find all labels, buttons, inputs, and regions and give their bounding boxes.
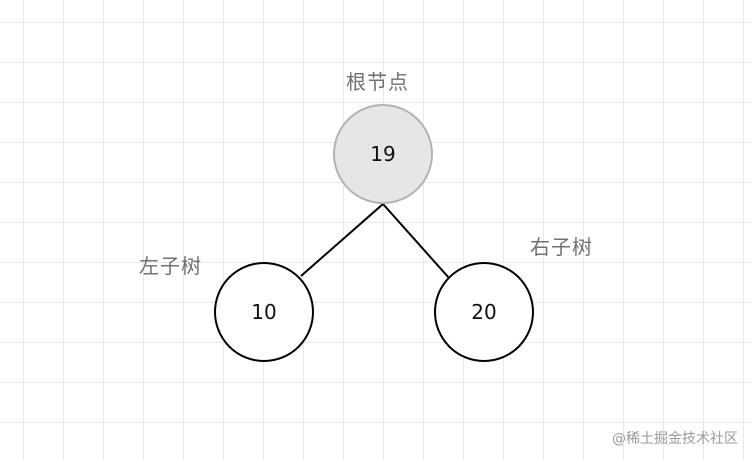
watermark: @稀土掘金技术社区 xyxy=(612,431,738,447)
left-child-node: 10 xyxy=(214,262,314,362)
right-subtree-label: 右子树 xyxy=(530,235,593,259)
root-node-value: 19 xyxy=(370,142,396,166)
left-subtree-label: 左子树 xyxy=(139,254,202,278)
root-node: 19 xyxy=(333,104,433,204)
root-node-label: 根节点 xyxy=(346,70,409,94)
right-child-node: 20 xyxy=(434,262,534,362)
edge-root-right xyxy=(382,203,450,279)
right-child-node-value: 20 xyxy=(471,300,497,324)
left-child-node-value: 10 xyxy=(251,300,277,324)
edge-root-left xyxy=(300,203,384,277)
